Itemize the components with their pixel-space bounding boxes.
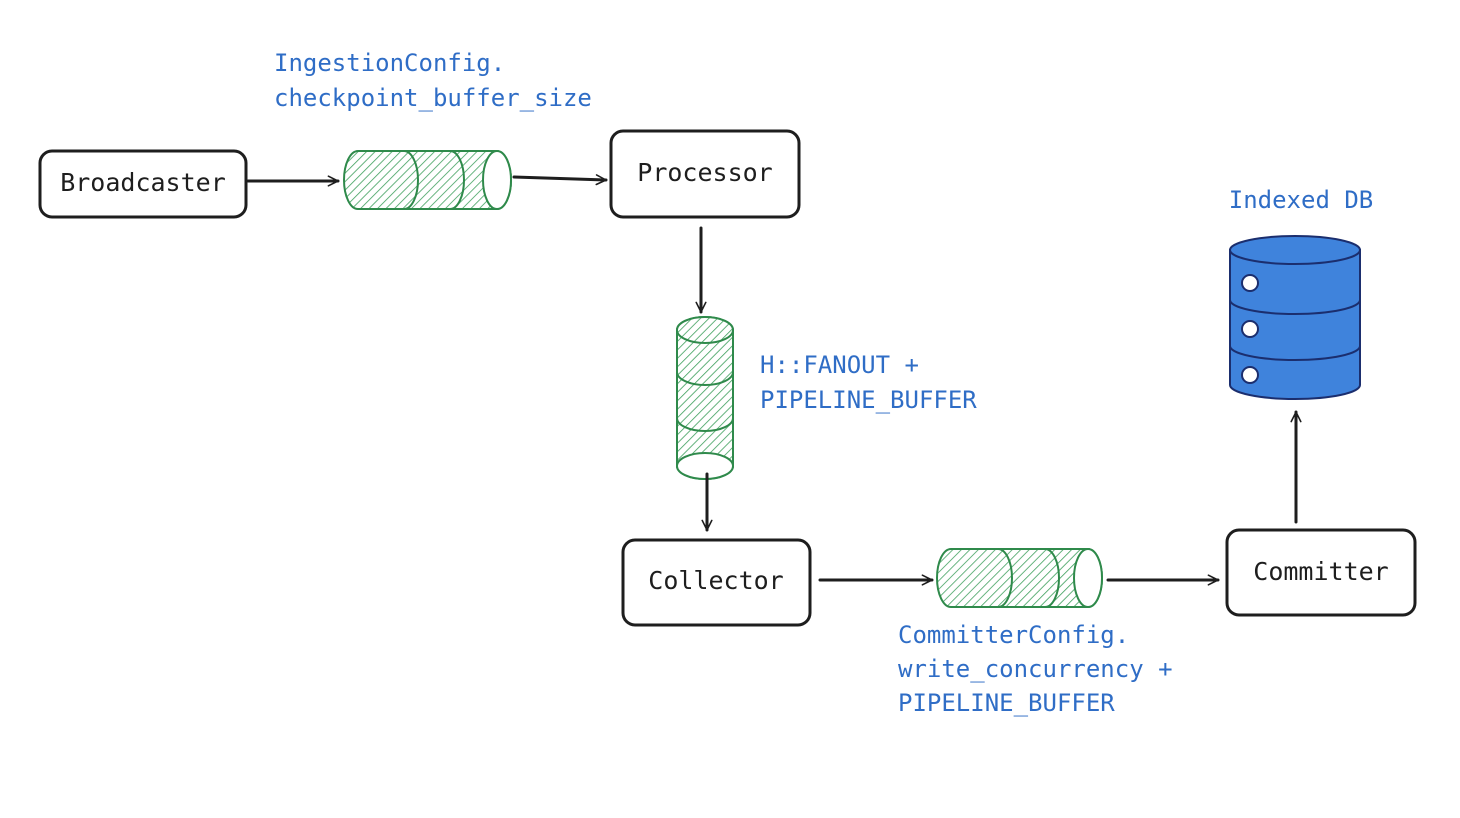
annotation-line: H::FANOUT + <box>760 351 919 379</box>
broadcaster-node[interactable]: Broadcaster <box>38 149 248 219</box>
fanout-annotation: H::FANOUT + PIPELINE_BUFFER <box>760 351 977 414</box>
indexed-db-label: Indexed DB <box>1229 186 1374 214</box>
annotation-line: PIPELINE_BUFFER <box>760 386 977 414</box>
ingestion-config-annotation: IngestionConfig. checkpoint_buffer_size <box>274 49 592 112</box>
processor-node[interactable]: Processor <box>609 129 801 219</box>
collector-node[interactable]: Collector <box>621 538 812 627</box>
checkpoint-queue-icon <box>343 150 512 210</box>
annotation-line: IngestionConfig. <box>274 49 505 77</box>
annotation-line: PIPELINE_BUFFER <box>898 689 1115 717</box>
processor-label: Processor <box>637 158 772 187</box>
annotation-line: checkpoint_buffer_size <box>274 84 592 112</box>
collector-label: Collector <box>648 566 783 595</box>
committer-label: Committer <box>1253 557 1388 586</box>
fanout-queue-icon <box>676 316 734 480</box>
committer-queue-icon <box>936 548 1103 608</box>
annotation-line: write_concurrency + <box>898 655 1173 683</box>
annotation-line: CommitterConfig. <box>898 621 1129 649</box>
arrow-checkpoint-queue-to-processor <box>512 174 608 186</box>
committer-config-annotation: CommitterConfig. write_concurrency + PIP… <box>898 621 1173 717</box>
database-icon <box>1229 235 1361 400</box>
broadcaster-label: Broadcaster <box>60 168 226 197</box>
committer-node[interactable]: Committer <box>1225 528 1417 617</box>
